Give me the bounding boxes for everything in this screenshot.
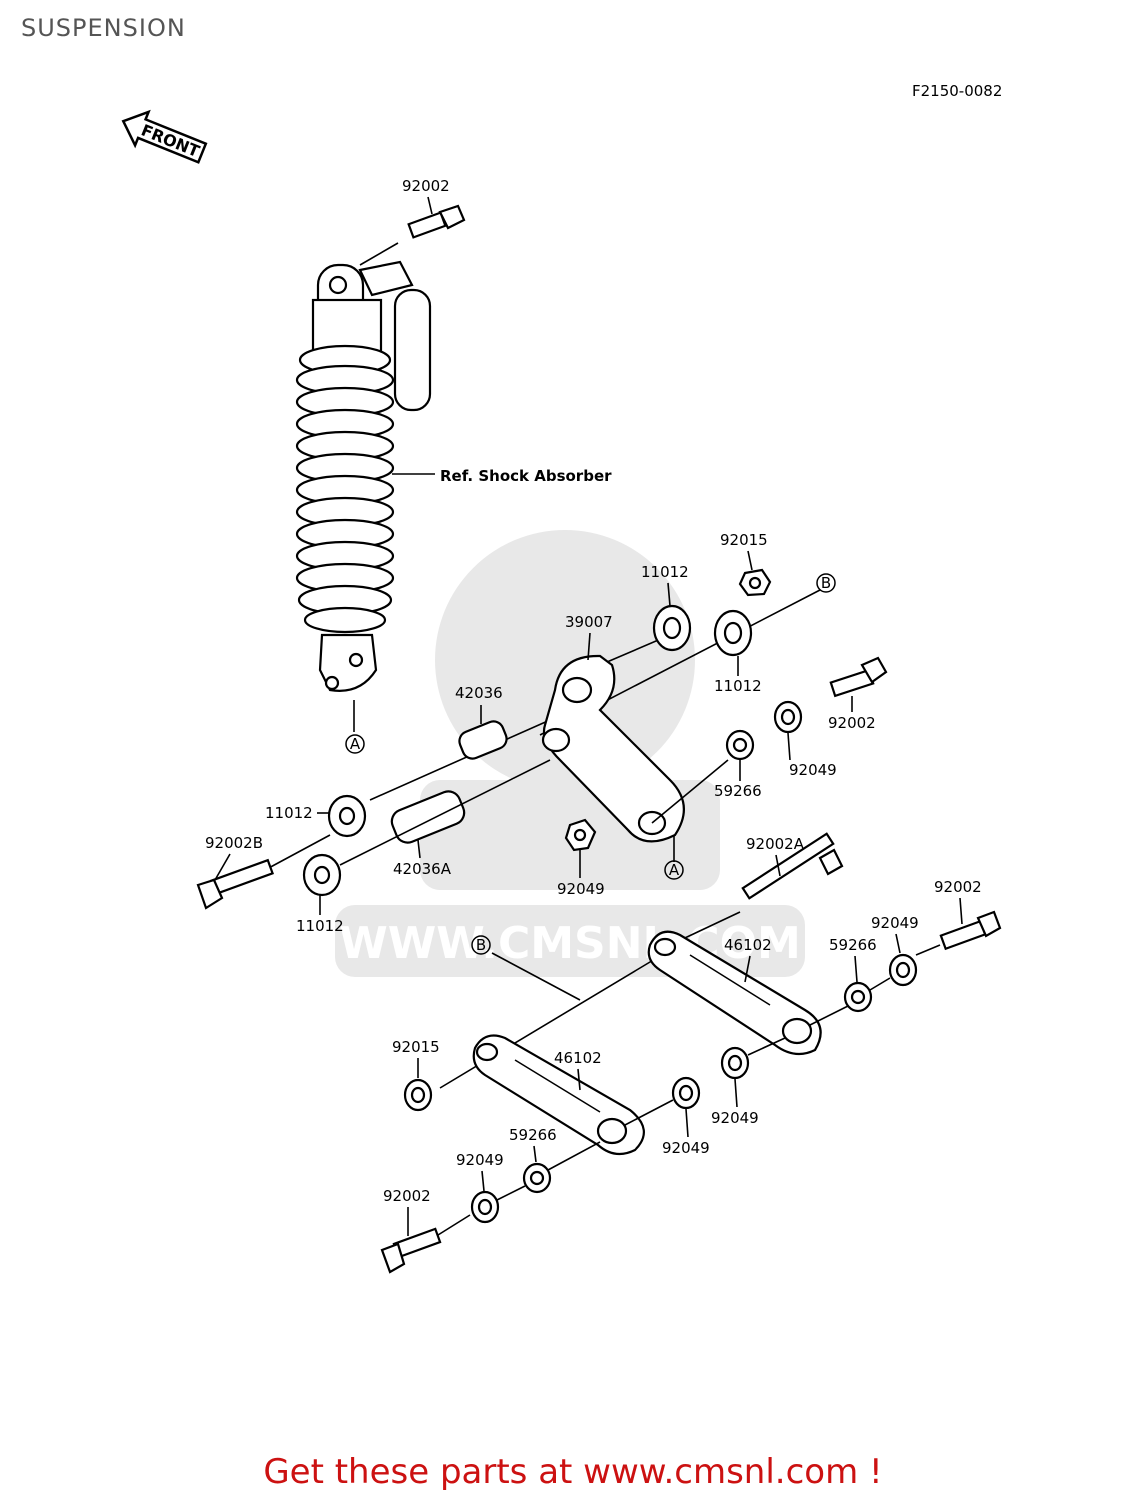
part-labels: 92002 92015 11012 39007 11012 92002 4203… — [205, 177, 982, 1236]
part-label: 92015 — [392, 1038, 440, 1056]
part-label: 11012 — [714, 677, 762, 695]
collar-92049-e — [624, 1076, 701, 1126]
part-label: 42036 — [455, 684, 503, 702]
part-label: 11012 — [296, 917, 344, 935]
part-label: 92049 — [557, 880, 605, 898]
part-label: 92002 — [934, 878, 982, 896]
collar-59266-c — [522, 1141, 601, 1194]
collar-59266-b — [809, 977, 891, 1026]
front-arrow-icon: FRONT — [121, 109, 208, 164]
part-label: 92049 — [662, 1139, 710, 1157]
collar-92049-a — [773, 700, 803, 734]
collar-11012-left-b — [302, 853, 342, 897]
bolt-92002-right — [829, 656, 888, 698]
shock-absorber-label: Ref. Shock Absorber — [440, 467, 612, 485]
page-title: SUSPENSION — [21, 14, 186, 42]
part-label: 92002 — [383, 1187, 431, 1205]
collar-11012-right — [713, 609, 753, 657]
collar-11012-left-a — [327, 794, 367, 838]
top-bolt-icon — [359, 204, 466, 266]
rocker-arm — [369, 589, 821, 843]
nut-92049-b — [564, 818, 597, 852]
tie-rod-46102-lower — [472, 1034, 645, 1156]
ref-a-shock: A — [350, 735, 361, 753]
part-label: 92002 — [402, 177, 450, 195]
collar-92049-f — [470, 1185, 526, 1224]
part-label: 11012 — [265, 804, 313, 822]
part-label: 92015 — [720, 531, 768, 549]
bolt-92002-far-right — [915, 910, 1002, 956]
collar-92049-c — [888, 953, 918, 987]
bolt-92002A — [741, 832, 844, 900]
sleeve-42036 — [458, 720, 508, 760]
ref-b-top: B — [821, 574, 831, 592]
tie-rod-46102-upper — [647, 930, 822, 1056]
part-label: 92049 — [711, 1109, 759, 1127]
collar-92049-d — [720, 1037, 786, 1080]
part-label: 92049 — [789, 761, 837, 779]
shock-absorber — [295, 204, 466, 732]
part-label: 92049 — [871, 914, 919, 932]
collar-11012-top — [652, 604, 692, 652]
bolt-92002-lower — [380, 1214, 471, 1274]
part-label: 92002A — [746, 835, 805, 853]
ref-b-lower: B — [476, 936, 486, 954]
diagram-code: F2150-0082 — [912, 82, 1002, 100]
part-label: 46102 — [724, 936, 772, 954]
part-label: 59266 — [714, 782, 762, 800]
part-label: 92049 — [456, 1151, 504, 1169]
coil-spring — [295, 344, 395, 634]
part-label: 42036A — [393, 860, 452, 878]
part-label: 46102 — [554, 1049, 602, 1067]
part-label: 11012 — [641, 563, 689, 581]
bolt-92002B — [196, 834, 331, 910]
cmsnl-banner-link[interactable]: Get these parts at www.cmsnl.com ! — [263, 1452, 883, 1492]
front-label: FRONT — [138, 120, 202, 161]
exploded-parts-diagram: WWW.CMSNL.COM F2150-0082 FRONT — [121, 82, 1002, 1274]
ref-a-rocker: A — [669, 861, 680, 879]
nut-92015-lower — [403, 1078, 433, 1112]
nut-92015-top — [738, 568, 772, 597]
collar-59266-a — [725, 729, 755, 761]
part-label: 92002B — [205, 834, 263, 852]
part-label: 59266 — [509, 1126, 557, 1144]
part-label: 39007 — [565, 613, 613, 631]
part-label: 59266 — [829, 936, 877, 954]
part-label: 92002 — [828, 714, 876, 732]
